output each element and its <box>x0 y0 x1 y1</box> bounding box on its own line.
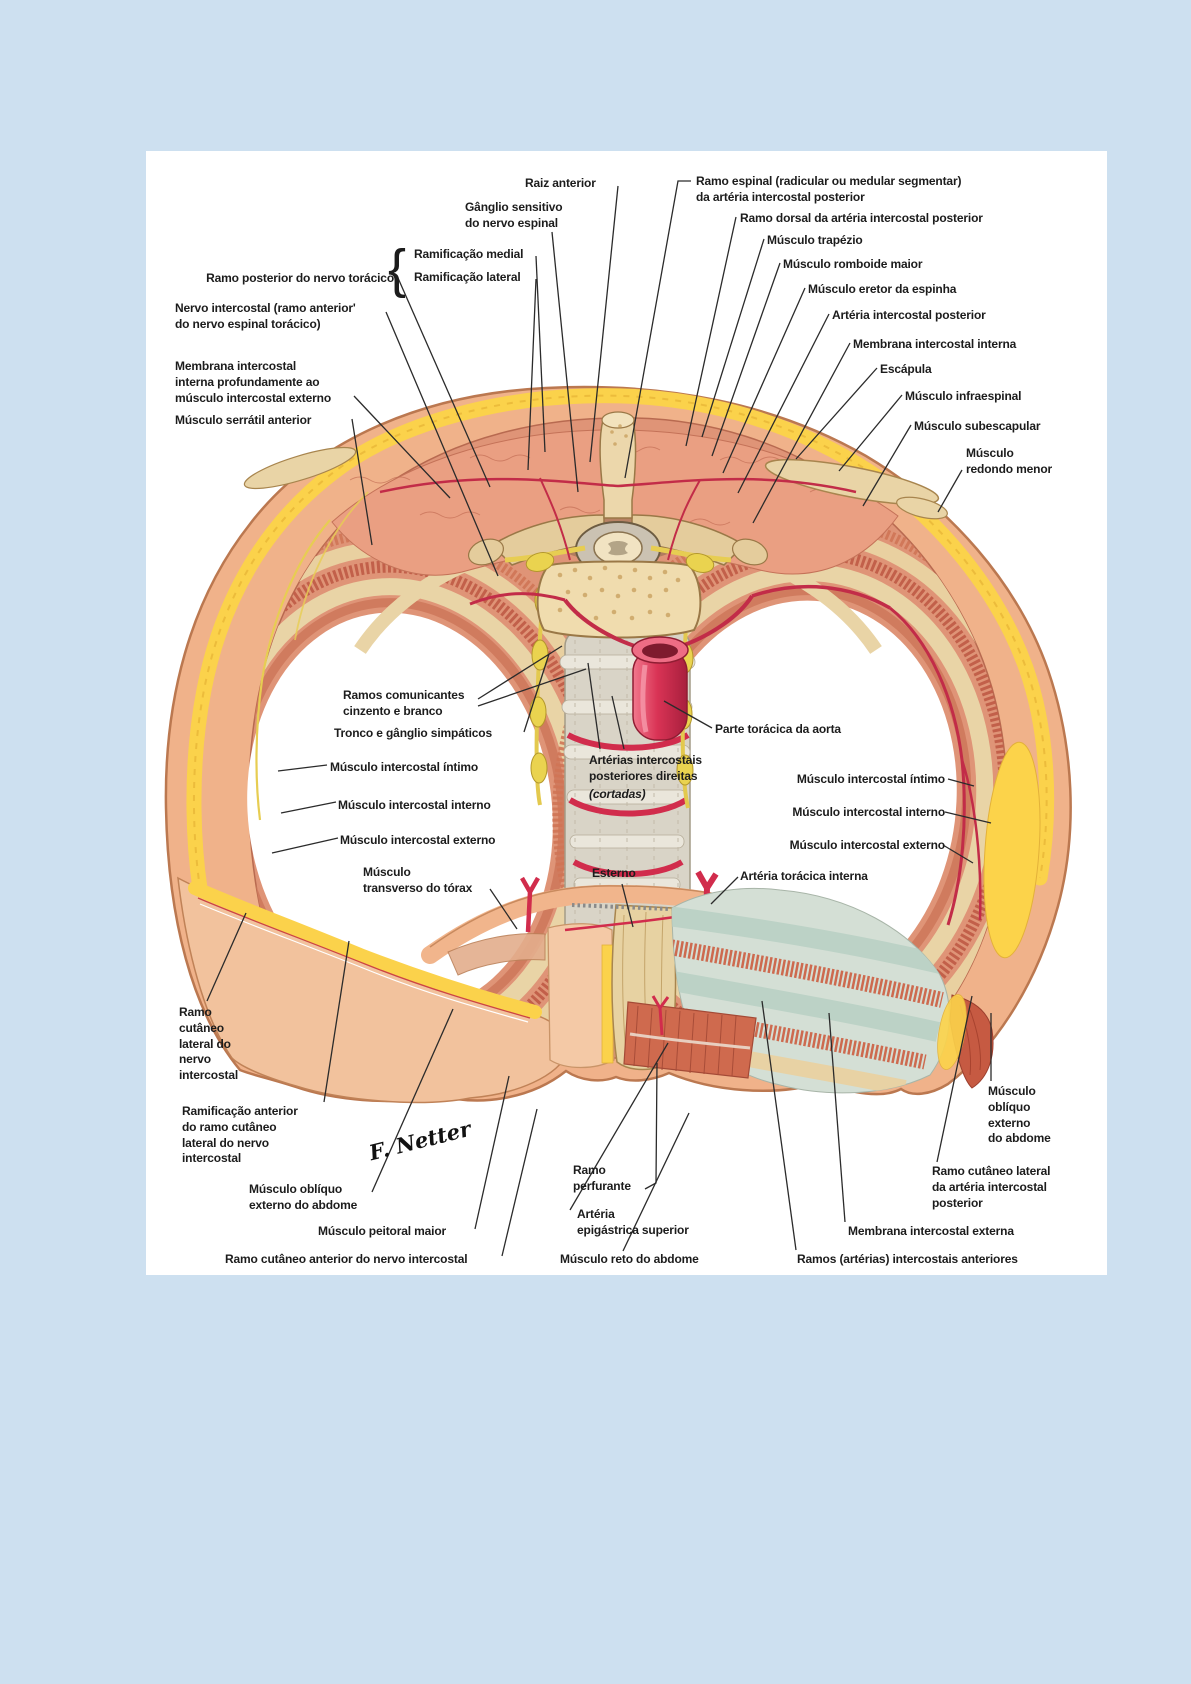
label-ramo-cutaneo-anterior: Ramo cutâneo anterior do nervo intercost… <box>225 1252 468 1266</box>
label-ramos-intercostais-anteriores: Ramos (artérias) intercostais anteriores <box>797 1252 1018 1266</box>
label-brace: { <box>388 239 406 299</box>
label-ramo-dorsal: Ramo dorsal da artéria intercostal poste… <box>740 211 983 225</box>
label-obliquo-esq: Músculo oblíquo externo do abdome <box>249 1182 358 1212</box>
label-obliquo-dir: Músculo oblíquo externo do abdome <box>988 1084 1051 1146</box>
leader-lines <box>206 180 992 1257</box>
label-cortadas: (cortadas) <box>589 787 646 801</box>
label-interno-dir: Músculo intercostal interno <box>792 805 945 819</box>
label-ramo-cutaneo-lateral-arteria: Ramo cutâneo lateral da artéria intercos… <box>932 1164 1051 1210</box>
right-costal-panel <box>623 887 994 1094</box>
label-eretor-espinha: Músculo eretor da espinha <box>808 282 957 296</box>
rectus-abdominis <box>623 1001 757 1079</box>
label-ramo-cutaneo-lateral: Ramo cutâneo lateral do nervo intercosta… <box>179 1005 239 1083</box>
label-trapezio: Músculo trapézio <box>767 233 863 247</box>
label-ganglio-sensitivo: Gânglio sensitivo do nervo espinal <box>465 200 563 230</box>
label-intimo-esq: Músculo intercostal íntimo <box>330 760 479 774</box>
thorax-cross-section <box>164 385 1072 1104</box>
label-escapula: Escápula <box>880 362 932 376</box>
label-ramificacao-medial: Ramificação medial <box>414 247 524 261</box>
label-ramificacao-anterior: Ramificação anterior do ramo cutâneo lat… <box>182 1104 298 1166</box>
label-infraespinal: Músculo infraespinal <box>905 389 1022 403</box>
label-externo-esq: Músculo intercostal externo <box>340 833 496 847</box>
label-epigastrica-superior: Artéria epigástrica superior <box>577 1207 689 1237</box>
label-raiz-anterior: Raiz anterior <box>525 176 596 190</box>
label-serratil-anterior: Músculo serrátil anterior <box>175 413 312 427</box>
label-externo-dir: Músculo intercostal externo <box>789 838 945 852</box>
label-arterias-posteriores: Artérias intercostais posteriores direit… <box>589 753 702 783</box>
label-redondo-menor: Músculo redondo menor <box>966 446 1053 476</box>
label-interno-esq: Músculo intercostal interno <box>338 798 491 812</box>
label-ramo-espinal: Ramo espinal (radicular ou medular segme… <box>696 174 962 204</box>
label-aorta-toracica: Parte torácica da aorta <box>715 722 841 736</box>
label-arteria-intercostal-posterior: Artéria intercostal posterior <box>832 308 986 322</box>
label-transverso-torax: Músculo transverso do tórax <box>363 865 473 895</box>
intercostal-nerves <box>255 491 369 821</box>
left-abdominal-flap <box>177 876 615 1104</box>
label-esterno: Esterno <box>592 866 636 880</box>
vertebra <box>467 411 769 639</box>
label-membrana-profunda: Membrana intercostal interna profundamen… <box>175 359 331 405</box>
label-subescapular: Músculo subescapular <box>914 419 1041 433</box>
label-ramos-comunicantes: Ramos comunicantes cinzento e branco <box>343 688 465 718</box>
label-membrana-intercostal-externa: Membrana intercostal externa <box>848 1224 1014 1238</box>
label-reto-abdome: Músculo reto do abdome <box>560 1252 699 1266</box>
label-ramificacao-lateral: Ramificação lateral <box>414 270 521 284</box>
label-toracica-interna: Artéria torácica interna <box>740 869 868 883</box>
perforating-branch-artery <box>651 995 670 1036</box>
scapula-bones <box>243 446 948 520</box>
label-peitoral-maior: Músculo peitoral maior <box>318 1224 447 1238</box>
label-nervo-intercostal: Nervo intercostal (ramo anterior' do ner… <box>175 301 356 331</box>
thoracic-aorta <box>631 636 689 741</box>
dorsal-arteries <box>379 477 982 926</box>
label-ramo-posterior: Ramo posterior do nervo torácico <box>206 271 394 285</box>
subcutaneous-fat <box>186 388 1055 938</box>
label-ramo-perfurante: Ramo perfurante <box>573 1163 631 1193</box>
label-tronco-simpatico: Tronco e gânglio simpáticos <box>334 726 492 740</box>
right-fat-band <box>983 741 1041 959</box>
label-intimo-dir: Músculo intercostal íntimo <box>796 772 945 786</box>
posterior-intercostal-arteries <box>566 732 690 877</box>
left-pleural-cavity <box>247 612 553 1012</box>
label-romboide-maior: Músculo romboide maior <box>783 257 923 271</box>
label-membrana-intercostal-interna: Membrana intercostal interna <box>853 337 1017 351</box>
